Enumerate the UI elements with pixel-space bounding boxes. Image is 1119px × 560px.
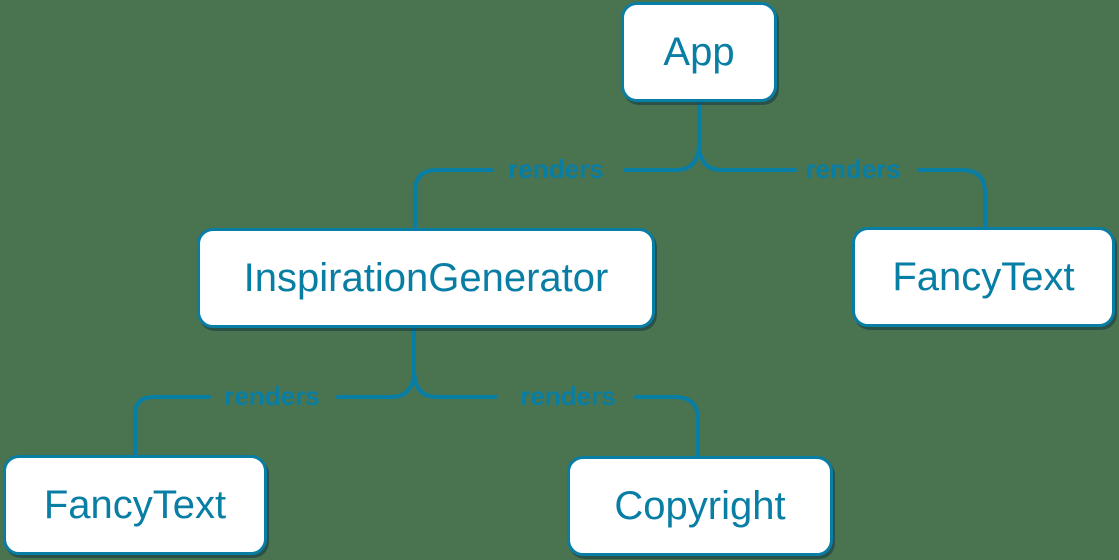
node-copyright-label: Copyright: [614, 483, 786, 528]
node-fancy-text-left: FancyText: [3, 455, 267, 555]
edge-label-renders-inspiration-generator-to-fancy-text: renders: [224, 381, 320, 411]
node-app: App: [621, 2, 777, 102]
edge-label-renders-inspiration-generator-to-copyright: renders: [520, 381, 616, 411]
node-fancy-text-left-label: FancyText: [43, 482, 227, 527]
node-fancy-text-right: FancyText: [852, 227, 1115, 327]
edge-inspiration-generator-to-copyright: [412, 368, 700, 459]
node-inspiration-generator: InspirationGenerator: [197, 228, 655, 328]
node-fancy-text-right-label: FancyText: [892, 254, 1075, 299]
edge-app-to-fancy-text: [697, 141, 987, 230]
node-copyright: Copyright: [567, 456, 833, 556]
edge-label-renders-app-to-inspiration-generator: renders: [508, 154, 604, 184]
node-app-label: App: [663, 29, 735, 74]
node-inspiration-generator-label: InspirationGenerator: [243, 255, 609, 300]
edge-label-renders-app-to-fancy-text: renders: [805, 154, 901, 184]
